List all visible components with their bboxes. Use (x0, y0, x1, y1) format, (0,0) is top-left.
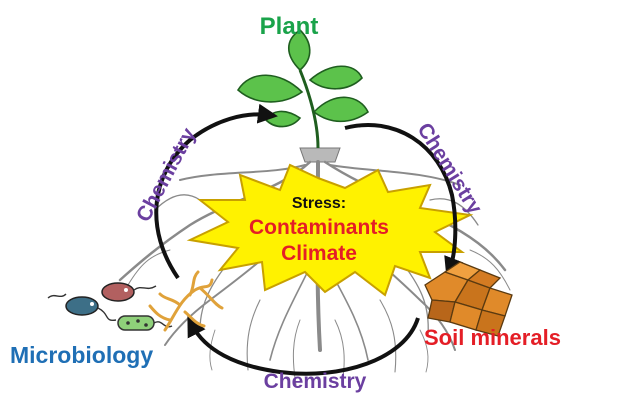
stress-label: Stress: (292, 195, 346, 212)
arrow-microbiology-to-plant (154, 103, 278, 280)
microbiology-label: Microbiology (10, 342, 153, 368)
stress-starburst (186, 163, 474, 297)
arrow-soil-to-microbiology (187, 316, 420, 376)
chemistry-label-right: Chemistry (413, 119, 487, 219)
mineral-crystals-icon (424, 261, 513, 337)
bacteria-icon (47, 282, 173, 331)
chemistry-label-left: Chemistry (132, 124, 201, 226)
fungal-hyphae-icon (148, 270, 224, 332)
plant-label: Plant (260, 13, 319, 40)
chemistry-label-bottom: Chemistry (264, 370, 367, 393)
contaminants-label: Contaminants (249, 216, 389, 239)
cycle-arrows (154, 103, 463, 376)
climate-label: Climate (281, 242, 357, 265)
arrow-plant-to-soil (344, 122, 463, 278)
soil-minerals-label: Soil minerals (424, 325, 561, 350)
plant-seedling-icon (236, 28, 370, 149)
